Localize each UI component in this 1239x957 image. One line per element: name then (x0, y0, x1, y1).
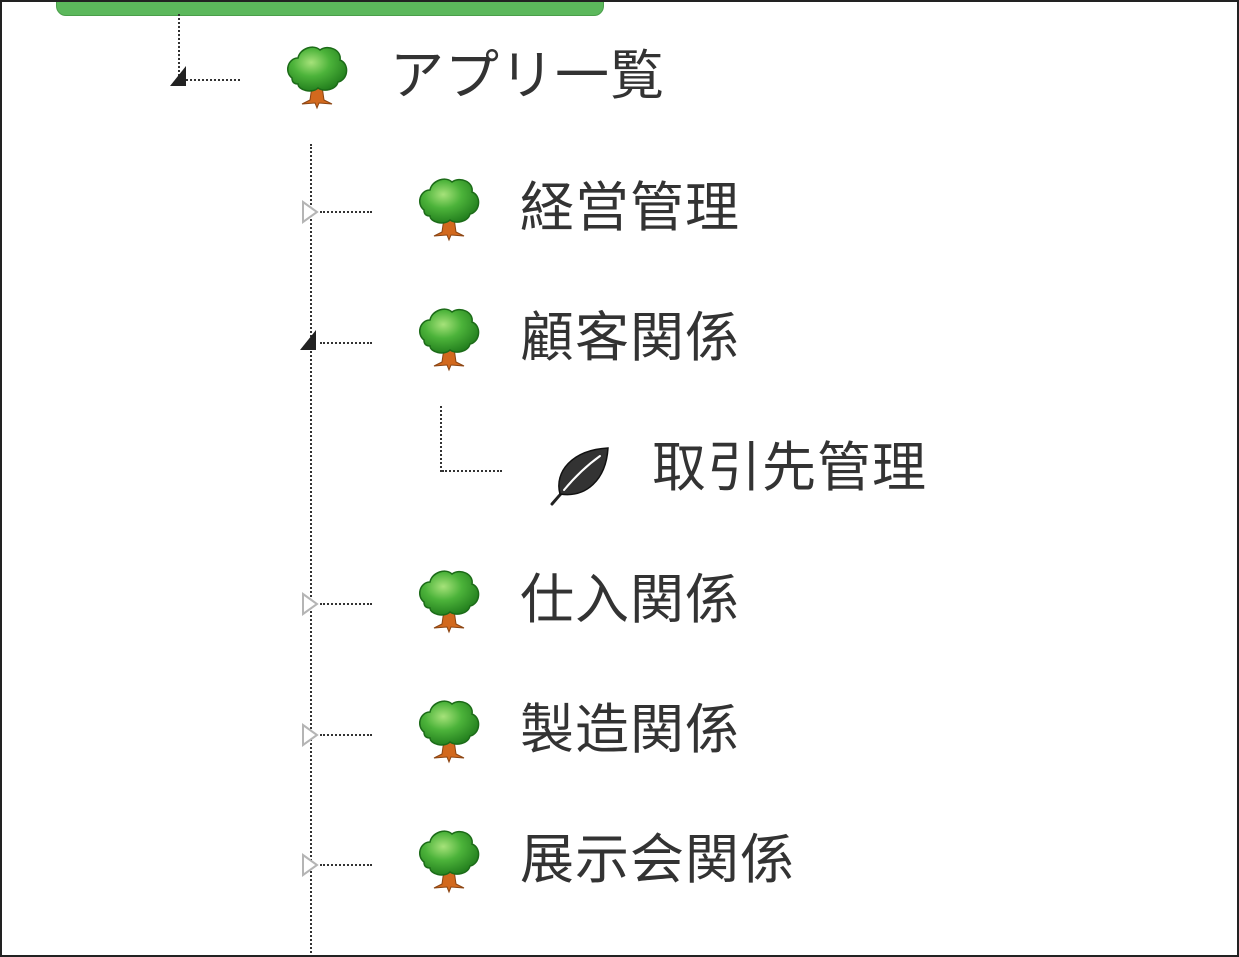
tree-node-label[interactable]: 取引先管理 (652, 436, 927, 499)
tree-connector-horizontal (186, 79, 240, 81)
selected-node-highlight[interactable] (56, 2, 604, 16)
tree-icon (414, 174, 484, 244)
tree-node-label[interactable]: アプリ一覧 (390, 44, 665, 107)
tree-icon (414, 826, 484, 896)
tree-connector-vertical (440, 406, 442, 472)
tree-connector-horizontal (320, 211, 372, 213)
leaf-icon (546, 440, 616, 510)
tree-connector-horizontal (320, 864, 372, 866)
tree-node-label[interactable]: 製造関係 (520, 698, 740, 761)
tree-connector-vertical (178, 14, 180, 80)
tree-connector-horizontal (442, 470, 502, 472)
tree-node-label[interactable]: 経営管理 (520, 176, 740, 239)
collapsed-toggle-icon[interactable] (300, 853, 320, 877)
collapsed-toggle-icon[interactable] (300, 592, 320, 616)
tree-icon (414, 304, 484, 374)
collapsed-toggle-icon[interactable] (300, 200, 320, 224)
tree-node-label[interactable]: 展示会関係 (520, 828, 795, 891)
tree-connector-horizontal (320, 603, 372, 605)
tree-node-label[interactable]: 仕入関係 (520, 568, 740, 631)
tree-connector-vertical (310, 144, 312, 955)
expanded-toggle-icon[interactable] (298, 328, 318, 352)
tree-icon (414, 696, 484, 766)
tree-connector-horizontal (320, 734, 372, 736)
tree-icon (282, 42, 352, 112)
tree-connector-horizontal (320, 342, 372, 344)
collapsed-toggle-icon[interactable] (300, 723, 320, 747)
tree-node-label[interactable]: 顧客関係 (520, 306, 740, 369)
expanded-toggle-icon[interactable] (168, 64, 188, 88)
tree-icon (414, 566, 484, 636)
